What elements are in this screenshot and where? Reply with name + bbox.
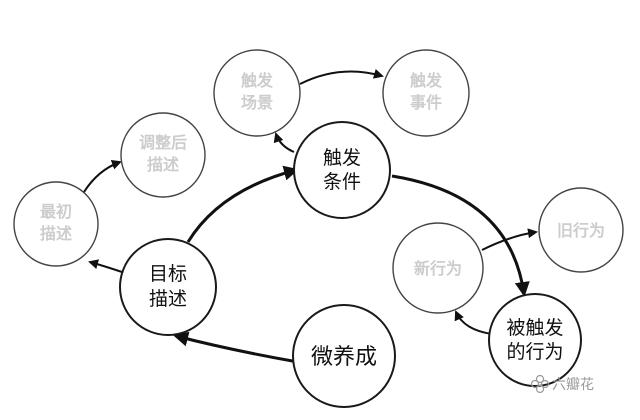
node-label: 新行为 (414, 259, 462, 278)
node-trigger-event: 触发 事件 (382, 49, 470, 137)
node-label: 事件 (410, 93, 442, 112)
node-trigger-scene: 触发 场景 (213, 49, 301, 137)
node-label: 旧行为 (557, 221, 605, 240)
node-adjusted-description: 调整后 描述 (120, 112, 206, 198)
node-goal-description: 目标 描述 (119, 238, 217, 336)
node-label: 描述 (149, 288, 187, 310)
arrow-trigger-condition-to-triggered-behavior (391, 174, 530, 297)
node-label: 调整后 (139, 133, 187, 152)
node-triggered-behavior: 被触发 的行为 (488, 293, 582, 387)
node-label: 最初 (40, 202, 72, 221)
node-new-behavior: 新行为 (392, 222, 484, 314)
node-label: 被触发 (506, 317, 563, 339)
flower-logo-icon (530, 374, 550, 394)
arrow-new-to-old-behavior (481, 228, 538, 251)
node-label: 触发 (240, 71, 274, 90)
node-label: 描述 (40, 224, 72, 243)
node-label: 条件 (323, 171, 361, 193)
node-label: 微养成 (311, 345, 377, 370)
arrow-goal-to-initial-desc (88, 259, 123, 273)
watermark: 六瓣花 (530, 374, 594, 394)
node-old-behavior: 旧行为 (538, 187, 624, 273)
node-trigger-condition: 触发 条件 (293, 121, 391, 219)
node-label: 触发 (323, 147, 361, 169)
arrow-micro-habit-to-goal (173, 331, 299, 364)
node-initial-description: 最初 描述 (13, 181, 99, 267)
node-label: 目标 (149, 263, 187, 285)
node-label: 的行为 (506, 341, 563, 363)
arrow-triggered-to-new-behavior (454, 310, 493, 335)
arrow-goal-to-trigger-condition (186, 165, 299, 243)
watermark-text: 六瓣花 (552, 377, 594, 393)
arrow-initial-desc-to-adjusted (83, 160, 122, 193)
node-label: 触发 (409, 71, 443, 90)
node-label: 场景 (241, 93, 273, 112)
arrow-condition-to-trigger-scene (273, 132, 295, 153)
arrow-scene-to-trigger-event (299, 68, 384, 85)
node-label: 描述 (147, 155, 179, 174)
node-micro-habit: 微养成 (292, 304, 396, 408)
